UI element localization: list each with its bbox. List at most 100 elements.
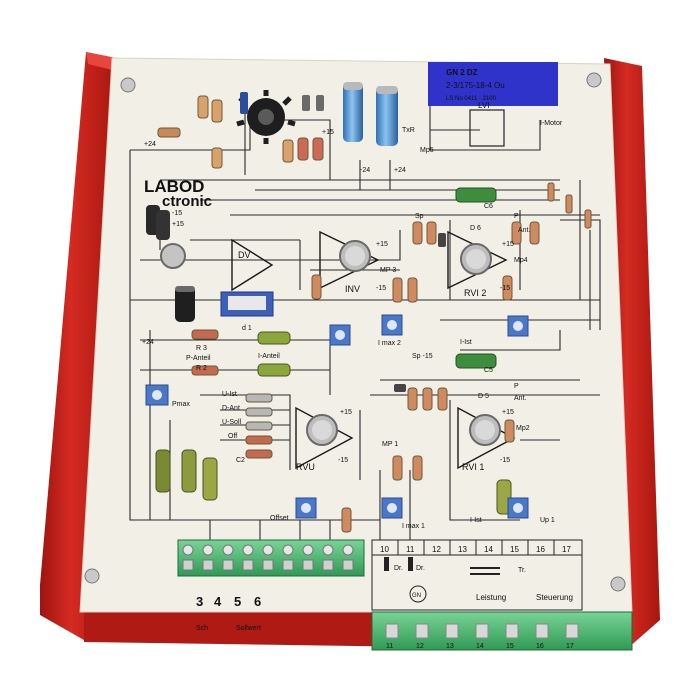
transistor-inv xyxy=(339,240,371,272)
cap-green-1 xyxy=(155,449,171,493)
svg-text:4: 4 xyxy=(214,594,222,609)
cap-green-8 xyxy=(257,363,291,377)
silkscreen-labels: DV INV RVI 2 RVU RVI 1 LVI I-Motor TxR M… xyxy=(142,101,563,574)
svg-text:14: 14 xyxy=(476,643,484,650)
svg-text:LABOD: LABOD xyxy=(144,177,204,196)
svg-text:R 2: R 2 xyxy=(196,365,207,372)
mounting-screws xyxy=(84,72,626,592)
electrolytic-capacitors xyxy=(146,82,398,322)
cap-blue-1 xyxy=(343,82,363,142)
svg-text:Dr.: Dr. xyxy=(394,565,403,572)
svg-text:-24: -24 xyxy=(360,167,370,174)
svg-text:+15: +15 xyxy=(172,221,184,228)
svg-text:D 5: D 5 xyxy=(478,393,489,400)
svg-text:P: P xyxy=(514,383,519,390)
svg-text:Ant.: Ant. xyxy=(518,227,531,234)
svg-text:P-Anteil: P-Anteil xyxy=(186,355,211,362)
svg-text:I max 2: I max 2 xyxy=(378,340,401,347)
svg-text:11: 11 xyxy=(386,643,393,650)
transistor-rvi2 xyxy=(460,243,492,275)
svg-text:RVI 2: RVI 2 xyxy=(464,288,486,298)
svg-text:C6: C6 xyxy=(484,203,493,210)
svg-text:D 6: D 6 xyxy=(470,225,481,232)
svg-text:-15: -15 xyxy=(376,285,386,292)
svg-text:INV: INV xyxy=(345,284,360,294)
svg-text:16: 16 xyxy=(536,545,545,554)
type-sticker: GN 2 DZ 2-3/175-18-4 Ou LS No 0411 · 210… xyxy=(428,62,558,106)
svg-text:C2: C2 xyxy=(236,457,245,464)
svg-text:-15: -15 xyxy=(338,457,348,464)
svg-text:17: 17 xyxy=(566,643,574,650)
svg-text:ctronic: ctronic xyxy=(162,193,212,210)
svg-text:Sollwert: Sollwert xyxy=(236,625,261,632)
cap-green-5 xyxy=(455,187,497,203)
svg-text:+24: +24 xyxy=(142,339,154,346)
cap-blue-2 xyxy=(376,86,398,146)
svg-text:Ant.: Ant. xyxy=(514,395,527,402)
svg-text:+15: +15 xyxy=(376,241,388,248)
cap-green-2 xyxy=(181,449,197,493)
svg-text:+15: +15 xyxy=(502,241,514,248)
svg-text:LS No 0411 · 2100: LS No 0411 · 2100 xyxy=(446,96,497,102)
svg-text:U-Ist: U-Ist xyxy=(222,391,237,398)
svg-text:GN: GN xyxy=(412,593,421,599)
svg-text:I max 1: I max 1 xyxy=(402,523,425,530)
cap-black-3 xyxy=(175,286,195,322)
svg-text:d 1: d 1 xyxy=(242,325,252,332)
svg-text:Offset: Offset xyxy=(270,515,289,522)
axial-capacitors xyxy=(155,187,512,515)
svg-text:LVI: LVI xyxy=(478,101,489,110)
svg-text:+15: +15 xyxy=(340,409,352,416)
svg-text:Up 1: Up 1 xyxy=(540,517,555,524)
svg-text:13: 13 xyxy=(446,643,454,650)
svg-text:MP 3: MP 3 xyxy=(380,267,396,274)
svg-text:+24: +24 xyxy=(144,141,156,148)
svg-text:TxR: TxR xyxy=(402,127,415,134)
svg-text:D-Ant: D-Ant xyxy=(222,405,240,412)
svg-text:Off: Off xyxy=(228,433,237,440)
diodes xyxy=(240,92,446,392)
terminal-numbers-left: 3 4 5 6 Sch Sollwert xyxy=(196,594,261,632)
svg-text:15: 15 xyxy=(506,643,514,650)
svg-text:+15: +15 xyxy=(322,129,334,136)
svg-text:-15: -15 xyxy=(172,210,182,217)
cap-black-2 xyxy=(156,210,170,240)
resistors xyxy=(157,95,592,533)
edge-connector-green: 11 12 13 14 15 16 17 xyxy=(371,611,633,651)
svg-text:RVU: RVU xyxy=(296,462,315,472)
svg-text:DV: DV xyxy=(238,250,251,260)
svg-text:RVI 1: RVI 1 xyxy=(462,462,484,472)
svg-text:17: 17 xyxy=(562,545,571,554)
svg-text:5: 5 xyxy=(234,594,241,609)
svg-text:Sp -15: Sp -15 xyxy=(412,353,433,360)
svg-text:MP 1: MP 1 xyxy=(382,441,398,448)
svg-text:Sch: Sch xyxy=(196,625,208,632)
svg-text:Sp: Sp xyxy=(415,213,424,220)
svg-text:C5: C5 xyxy=(484,367,493,374)
svg-text:Leistung: Leistung xyxy=(476,593,506,602)
svg-text:+24: +24 xyxy=(394,167,406,174)
svg-text:I-Anteil: I-Anteil xyxy=(258,353,280,360)
svg-text:R 3: R 3 xyxy=(196,345,207,352)
svg-text:Pmax: Pmax xyxy=(172,401,190,408)
transistor-rvi1 xyxy=(469,414,501,446)
svg-text:13: 13 xyxy=(458,545,467,554)
cap-green-7 xyxy=(257,331,291,345)
transistor-rvu xyxy=(306,414,338,446)
svg-text:Mp5: Mp5 xyxy=(420,147,434,154)
svg-text:2-3/175-18-4 Ou: 2-3/175-18-4 Ou xyxy=(446,81,505,90)
svg-text:16: 16 xyxy=(536,643,544,650)
svg-text:15: 15 xyxy=(510,545,519,554)
svg-text:14: 14 xyxy=(484,545,493,554)
terminal-block-green xyxy=(177,539,365,577)
metal-can-transistors xyxy=(160,240,501,446)
trimmer-pots xyxy=(145,314,529,519)
transistor-left xyxy=(160,243,186,269)
svg-text:-15: -15 xyxy=(500,285,510,292)
svg-text:12: 12 xyxy=(416,643,424,650)
svg-text:12: 12 xyxy=(432,545,441,554)
svg-text:Steuerung: Steuerung xyxy=(536,593,573,602)
svg-text:I-Motor: I-Motor xyxy=(540,120,563,127)
svg-text:I-Ist: I-Ist xyxy=(470,517,482,524)
